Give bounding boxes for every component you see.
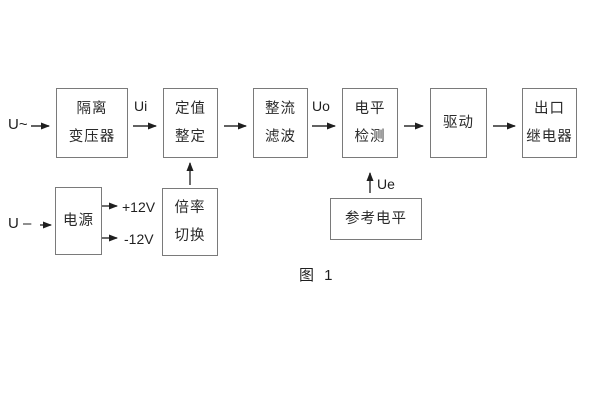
- block-ratio-switch: 倍率 切换: [162, 188, 218, 256]
- block-rectifier-filter: 整流 滤波: [253, 88, 308, 158]
- block-driver: 驱动: [430, 88, 487, 158]
- label-ue: Ue: [377, 176, 395, 192]
- block-label: 电平: [354, 100, 386, 117]
- label-minus12v: -12V: [124, 231, 154, 247]
- block-power-supply: 电源: [55, 187, 102, 255]
- block-label: 切换: [174, 228, 206, 244]
- label-uo: Uo: [312, 98, 330, 114]
- figure-caption: 图 1: [299, 267, 336, 284]
- label-ui: Ui: [134, 98, 148, 114]
- block-label: 滤波: [265, 129, 296, 145]
- block-label: 隔离: [76, 100, 108, 117]
- block-label: 整定: [175, 129, 206, 145]
- block-isolation-transformer: 隔离 变压器: [56, 88, 128, 158]
- block-label: 参考电平: [345, 210, 407, 227]
- block-label: 出口: [534, 100, 565, 117]
- block-label: 倍率: [174, 199, 206, 216]
- label-plus12v: +12V: [122, 199, 156, 215]
- block-label: 整流: [265, 100, 296, 117]
- block-label: 驱动: [443, 114, 474, 131]
- block-output-relay: 出口 继电器: [522, 88, 577, 158]
- block-label: 检测: [354, 129, 386, 145]
- block-reference-level: 参考电平: [330, 198, 422, 240]
- block-value-setting: 定值 整定: [163, 88, 218, 158]
- label-ac-input: U~: [8, 116, 28, 133]
- block-label: 继电器: [526, 129, 573, 145]
- block-label: 电源: [63, 212, 94, 229]
- block-label: 变压器: [68, 129, 116, 145]
- block-level-detector: 电平 检测: [342, 88, 398, 158]
- label-dc-input: U –: [8, 215, 32, 232]
- block-label: 定值: [175, 100, 206, 117]
